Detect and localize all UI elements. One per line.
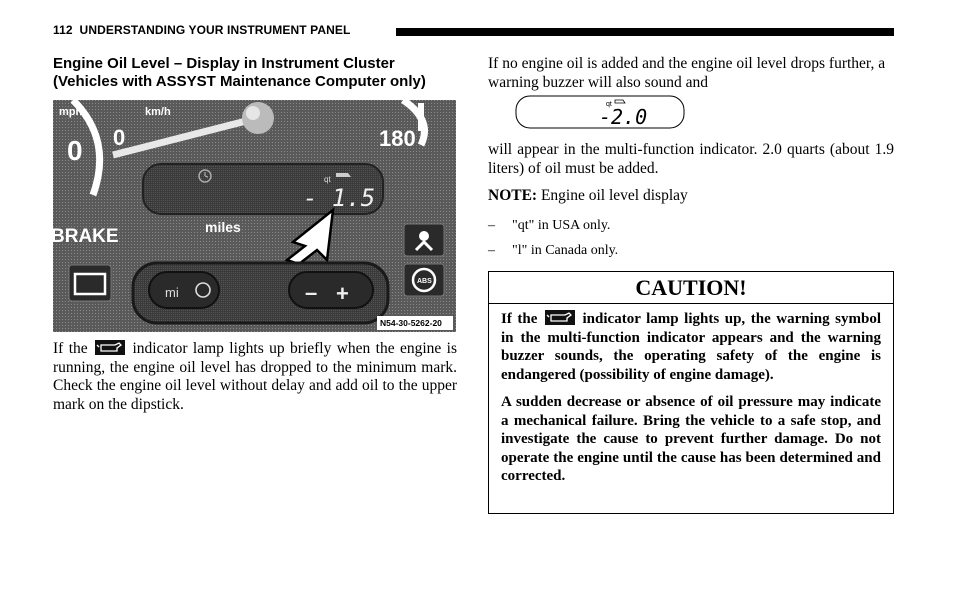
list-dash: –: [488, 218, 495, 233]
lcd-example-unit: qt: [606, 101, 612, 108]
minus-label: –: [305, 280, 317, 305]
left-paragraph: If the indicator lamp lights up briefly …: [53, 340, 457, 414]
caution-body: If the indicator lamp lights up, the war…: [489, 304, 893, 486]
mph-label: mph: [59, 106, 83, 118]
instrument-cluster-illustration: mph km/h 0 0 180 qt - 1.5 BRAKE miles: [53, 100, 456, 332]
left-para-start: If the: [53, 340, 88, 357]
note-line: NOTE: Engine oil level display: [488, 187, 894, 206]
lcd-unit: qt: [324, 175, 331, 184]
unit-list: – "qt" in USA only. – "l" in Canada only.: [488, 217, 618, 267]
page-number: 112: [53, 23, 73, 37]
list-item: – "qt" in USA only.: [488, 217, 618, 242]
header-text: 112 UNDERSTANDING YOUR INSTRUMENT PANEL: [53, 23, 350, 37]
note-label: NOTE:: [488, 187, 538, 204]
abs-icon: [411, 267, 437, 293]
section-title: Engine Oil Level – Display in Instrument…: [53, 55, 457, 91]
minus-plus-button[interactable]: [288, 271, 374, 309]
section-title-line2: (Vehicles with ASSYST Maintenance Comput…: [53, 73, 426, 90]
gauge-180: 180: [379, 126, 416, 151]
left-column: Engine Oil Level – Display in Instrument…: [53, 55, 457, 413]
right-after-display: will appear in the multi-function indica…: [488, 141, 894, 177]
gauge-zero-small: 0: [113, 125, 125, 150]
page-header: 112 UNDERSTANDING YOUR INSTRUMENT PANEL: [53, 21, 894, 41]
list-text: "l" in Canada only.: [512, 243, 619, 258]
miles-label: miles: [205, 219, 241, 235]
caution-paragraph-2: A sudden decrease or absence of oil pres…: [501, 394, 881, 484]
oil-can-icon: [336, 173, 351, 177]
list-text: "qt" in USA only.: [512, 218, 611, 233]
oil-warning-icon: [95, 340, 126, 355]
plus-label: +: [336, 281, 349, 306]
mi-button-label: mi: [165, 285, 179, 300]
abs-label: ABS: [417, 278, 432, 285]
caution-p1-start: If the: [501, 311, 538, 327]
figure-code: N54-30-5262-20: [380, 318, 442, 328]
right-intro: If no engine oil is added and the engine…: [488, 55, 886, 91]
clock-button-icon: [195, 282, 211, 298]
caution-p1-rest: indicator lamp lights up, the warning sy…: [501, 311, 882, 383]
list-item: – "l" in Canada only.: [488, 242, 618, 267]
caution-paragraph-1: If the indicator lamp lights up, the war…: [501, 310, 881, 384]
left-para-rest: indicator lamp lights up briefly when th…: [53, 340, 458, 413]
list-dash: –: [488, 243, 495, 258]
lcd-oil-value: - 1.5: [303, 184, 375, 212]
caution-heading: CAUTION!: [489, 272, 893, 304]
right-column: If no engine oil is added and the engine…: [488, 55, 894, 514]
seatbelt-icon: [419, 231, 429, 241]
brake-label: BRAKE: [53, 226, 119, 247]
gauge-zero-left: 0: [67, 135, 83, 166]
lcd-example-value: -2.0: [599, 105, 647, 129]
oil-warning-icon: [544, 310, 575, 325]
lcd-display-example: qt -2.0: [515, 95, 685, 129]
chapter-title: UNDERSTANDING YOUR INSTRUMENT PANEL: [79, 23, 351, 37]
instrument-cluster-figure: mph km/h 0 0 180 qt - 1.5 BRAKE miles: [53, 100, 456, 332]
caution-box: CAUTION! If the indicator lamp lights up…: [488, 271, 894, 514]
header-rule: [396, 28, 894, 36]
section-title-line1: Engine Oil Level – Display in Instrument…: [53, 55, 395, 72]
note-text: Engine oil level display: [540, 187, 688, 204]
battery-icon: [73, 272, 107, 296]
clock-icon: [198, 169, 212, 183]
lcd-oil-can-icon: [614, 99, 626, 104]
kmh-label: km/h: [145, 106, 171, 118]
mi-clock-button[interactable]: [148, 271, 220, 309]
